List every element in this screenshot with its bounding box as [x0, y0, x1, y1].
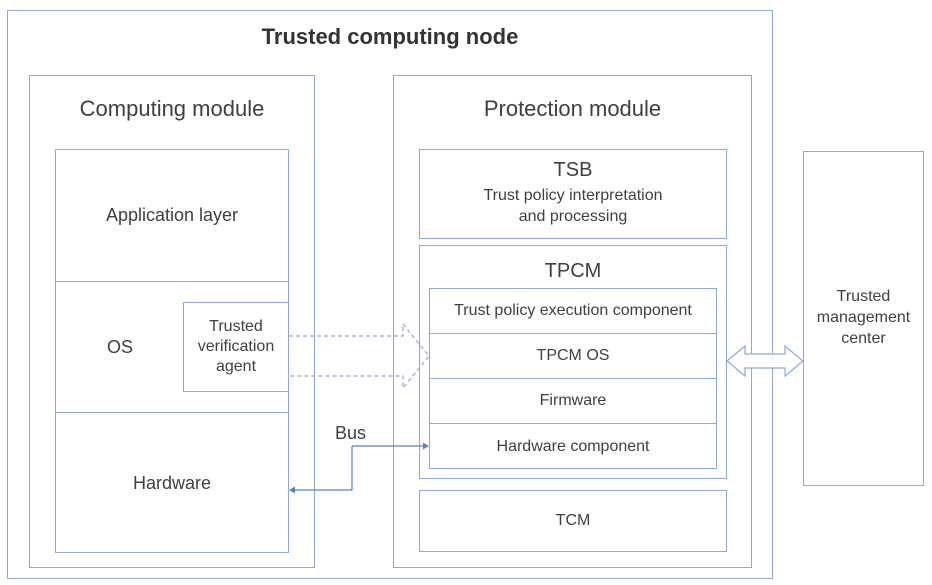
management-double-arrow [726, 344, 804, 378]
component-label: Firmware [539, 392, 607, 409]
tcm-label: TCM [555, 512, 591, 529]
agent-label: Trusted verification agent [197, 318, 275, 375]
tpcm-title: TPCM [544, 260, 602, 282]
tsb-box [419, 149, 727, 239]
os-layer-label: OS [106, 337, 133, 357]
application-layer-label: Application layer [105, 204, 239, 225]
os-layer: OS [55, 282, 185, 413]
trusted-verification-agent: Trusted verification agent [183, 302, 289, 392]
verification-dashed-arrow [289, 322, 430, 390]
firmware: Firmware [429, 379, 717, 424]
tpcm-os: TPCM OS [429, 334, 717, 379]
hardware-component: Hardware component [429, 424, 717, 469]
trusted-computing-node [7, 10, 773, 579]
protection-module-title: Protection module [483, 96, 662, 121]
component-label: Hardware component [496, 437, 650, 455]
hardware-layer: Hardware [55, 413, 289, 553]
bus-arrowhead-left [289, 486, 295, 494]
bus-connector-down [292, 446, 353, 491]
tpcm-box [419, 245, 727, 479]
hardware-layer-label: Hardware [132, 472, 212, 493]
bus-label: Bus [335, 423, 367, 443]
tsb-subtitle: Trust policy interpretation and processi… [483, 187, 663, 225]
bus-arrowhead-right [423, 442, 429, 450]
computing-module-title: Computing module [79, 96, 265, 121]
application-layer: Application layer [55, 149, 289, 282]
tcm-box: TCM [419, 490, 727, 552]
os-hardware-divider [55, 412, 289, 413]
protection-module [393, 75, 752, 568]
management-center-label: Trusted management center [816, 288, 911, 347]
tsb-title: TSB [553, 159, 593, 181]
trusted-management-center: Trusted management center [803, 151, 924, 486]
component-label: TPCM OS [536, 347, 610, 364]
trust-policy-execution-component: Trust policy execution component [429, 288, 717, 334]
computing-module [29, 75, 315, 568]
component-label: Trust policy execution component [454, 301, 692, 319]
diagram-title: Trusted computing node [261, 24, 519, 49]
